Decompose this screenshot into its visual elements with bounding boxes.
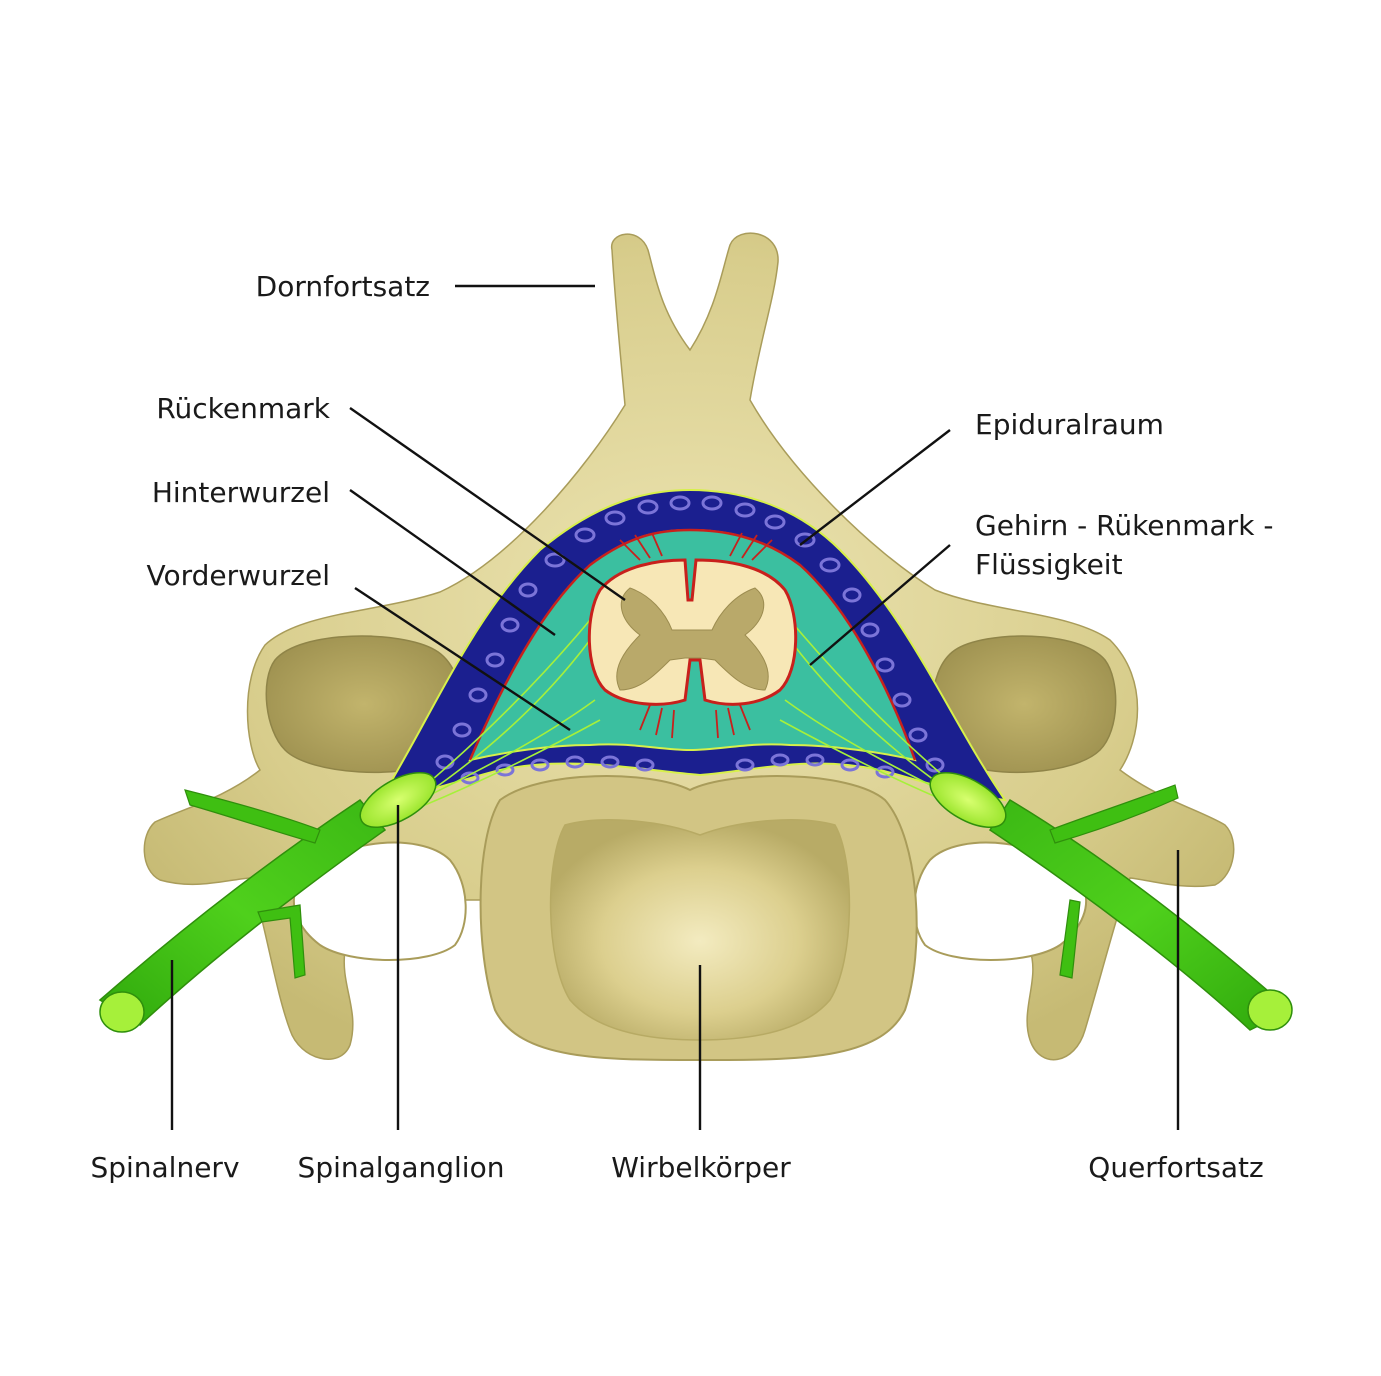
vertebral-body-inner: [549, 819, 851, 1041]
rootlets: [619, 532, 773, 739]
spinal-nerve-right: [988, 784, 1293, 1031]
leader-hinterwurzel: [349, 489, 556, 636]
leader-rueckenmark: [349, 407, 626, 601]
label-liquor-line1: Gehirn - Rükenmark -: [975, 509, 1273, 542]
label-rueckenmark: Rückenmark: [156, 392, 330, 425]
label-spinalnerv: Spinalnerv: [90, 1151, 239, 1184]
spinal-nerve-right-cut-end: [1247, 989, 1293, 1031]
label-liquor-line2: Flüssigkeit: [975, 548, 1123, 581]
epidural-fat-ovals: [435, 495, 945, 785]
leader-lines: [170, 284, 1180, 1130]
spinal-cord-grey-matter: [616, 587, 769, 691]
spinal-ganglion-right: [929, 772, 1007, 828]
label-vorderwurzel: Vorderwurzel: [146, 559, 330, 592]
spinal-canal: [359, 488, 1008, 828]
spinal-nerve-left-cut-end: [99, 991, 145, 1033]
leader-liquor: [809, 544, 951, 666]
label-dornfortsatz: Dornfortsatz: [256, 270, 430, 303]
leader-vorderwurzel: [354, 586, 571, 732]
leader-epiduralraum: [799, 429, 951, 546]
meninges: [468, 528, 917, 761]
label-wirbelkoerper: Wirbelkörper: [611, 1151, 791, 1184]
label-hinterwurzel: Hinterwurzel: [152, 476, 330, 509]
spinal-ganglion-left: [359, 772, 437, 828]
labels: Dornfortsatz Rückenmark Hinterwurzel Vor…: [90, 270, 1273, 1184]
label-spinalganglion: Spinalganglion: [298, 1151, 505, 1184]
label-querfortsatz: Querfortsatz: [1088, 1151, 1263, 1184]
vertebral-body: [479, 775, 918, 1061]
transverse-foramen-left: [292, 841, 467, 961]
label-epiduralraum: Epiduralraum: [975, 408, 1164, 441]
